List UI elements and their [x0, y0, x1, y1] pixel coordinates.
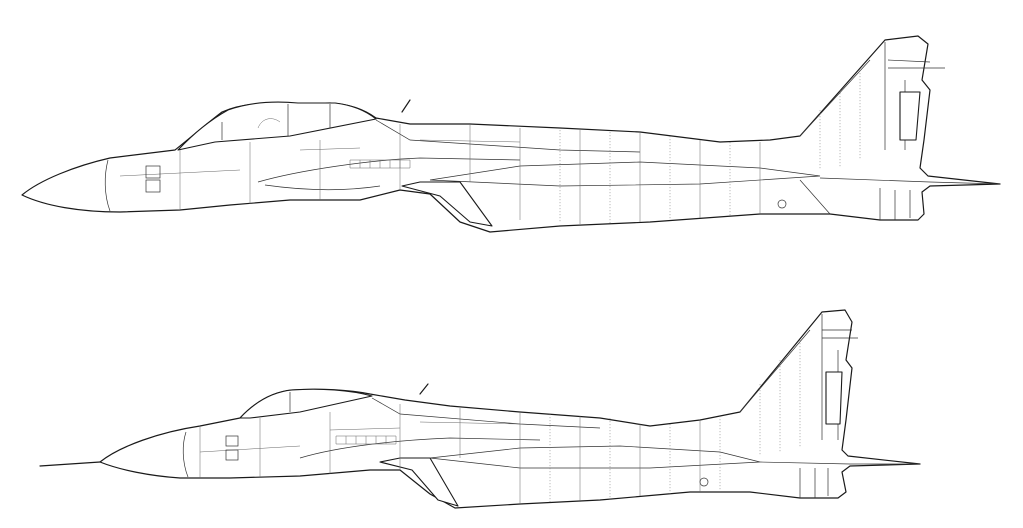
upper-canopy [177, 101, 377, 151]
lower-wing [429, 445, 761, 469]
lower-intake [379, 457, 459, 507]
lower-fuselage-outline [99, 309, 921, 509]
upper-stabilizer [819, 177, 1001, 185]
upper-wing [429, 161, 821, 187]
lower-pitot [39, 461, 101, 467]
upper-antenna [401, 99, 411, 113]
upper-lerx [257, 157, 521, 183]
lower-vertical-fin [739, 314, 839, 440]
lower-lerx [299, 437, 541, 459]
upper-aircraft-profile [21, 35, 1001, 233]
upper-vertical-fin [799, 42, 906, 150]
upper-fuselage-outline [21, 35, 1001, 233]
lower-stabilizer [759, 461, 920, 465]
upper-radome-joint [104, 159, 111, 212]
upper-intake [401, 181, 493, 227]
lower-aircraft-profile [39, 309, 921, 509]
lower-canopy [239, 388, 373, 419]
lower-antenna [419, 383, 429, 395]
lower-nozzle [799, 468, 829, 498]
upper-nozzle [879, 188, 911, 220]
